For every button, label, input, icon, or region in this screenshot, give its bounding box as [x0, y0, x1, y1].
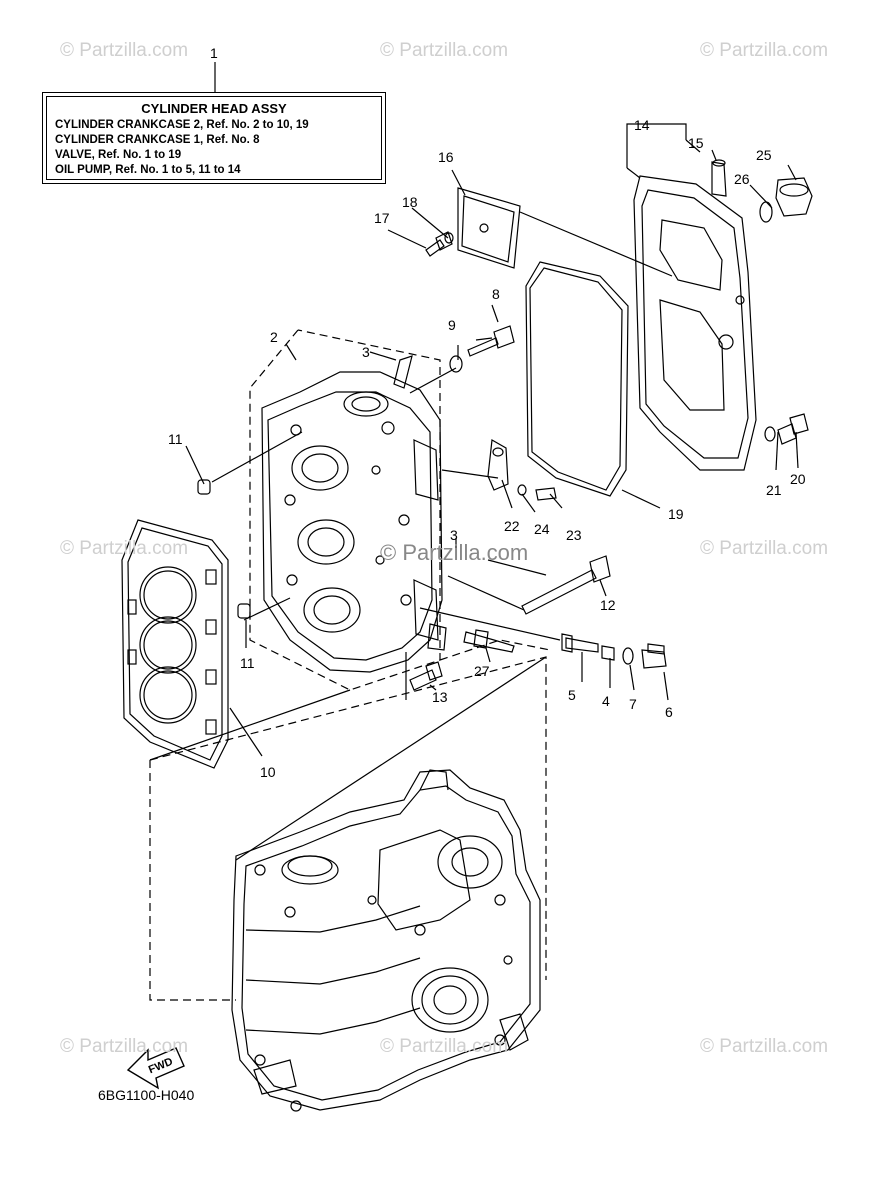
callout-4: 4: [602, 693, 610, 709]
watermark: © Partzilla.com: [60, 538, 189, 559]
callout-9: 9: [448, 317, 456, 333]
callout-11-b: 11: [240, 655, 255, 671]
callout-12: 12: [600, 597, 616, 613]
callout-19: 19: [668, 506, 684, 522]
callout-10: 10: [260, 764, 276, 780]
legend-line: CYLINDER CRANKCASE 2, Ref. No. 2 to 10, …: [55, 119, 309, 131]
watermark: © Partzilla.com: [700, 538, 829, 559]
watermark: © Partzilla.com: [380, 40, 509, 61]
callout-17: 17: [374, 210, 390, 226]
fwd-arrow-icon: FWD: [126, 1047, 185, 1090]
watermark-center: © Partzilla.com: [380, 540, 529, 565]
callout-15: 15: [688, 135, 704, 151]
callout-6: 6: [665, 704, 673, 720]
legend-line: VALVE, Ref. No. 1 to 19: [55, 149, 182, 161]
callout-2: 2: [270, 329, 278, 345]
watermark: © Partzilla.com: [380, 1036, 509, 1057]
legend-line: OIL PUMP, Ref. No. 1 to 5, 11 to 14: [55, 164, 241, 176]
diagram-code: 6BG1100-H040: [98, 1087, 195, 1103]
callout-25: 25: [756, 147, 772, 163]
legend-line: CYLINDER CRANKCASE 1, Ref. No. 8: [55, 134, 260, 146]
callout-13: 13: [432, 689, 448, 705]
legend-title: CYLINDER HEAD ASSY: [141, 101, 287, 116]
callout-18: 18: [402, 194, 418, 210]
callout-16: 16: [438, 149, 454, 165]
callout-3: 3: [362, 344, 370, 360]
callout-26: 26: [734, 171, 750, 187]
watermark: © Partzilla.com: [60, 40, 189, 61]
callout-21: 21: [766, 482, 782, 498]
watermark: © Partzilla.com: [700, 1036, 829, 1057]
watermark: © Partzilla.com: [60, 1036, 189, 1057]
watermark: © Partzilla.com: [700, 40, 829, 61]
callout-23: 23: [566, 527, 582, 543]
callout-24: 24: [534, 521, 550, 537]
callout-1: 1: [210, 45, 218, 61]
callout-20: 20: [790, 471, 806, 487]
callout-27: 27: [474, 663, 490, 679]
callout-7: 7: [629, 696, 637, 712]
callout-11: 11: [168, 431, 183, 447]
legend-box: CYLINDER HEAD ASSY CYLINDER CRANKCASE 2,…: [42, 92, 386, 184]
callout-22: 22: [504, 518, 520, 534]
callout-5: 5: [568, 687, 576, 703]
callout-8: 8: [492, 286, 500, 302]
callout-3-b: 3: [450, 527, 458, 543]
callout-14: 14: [634, 117, 650, 133]
